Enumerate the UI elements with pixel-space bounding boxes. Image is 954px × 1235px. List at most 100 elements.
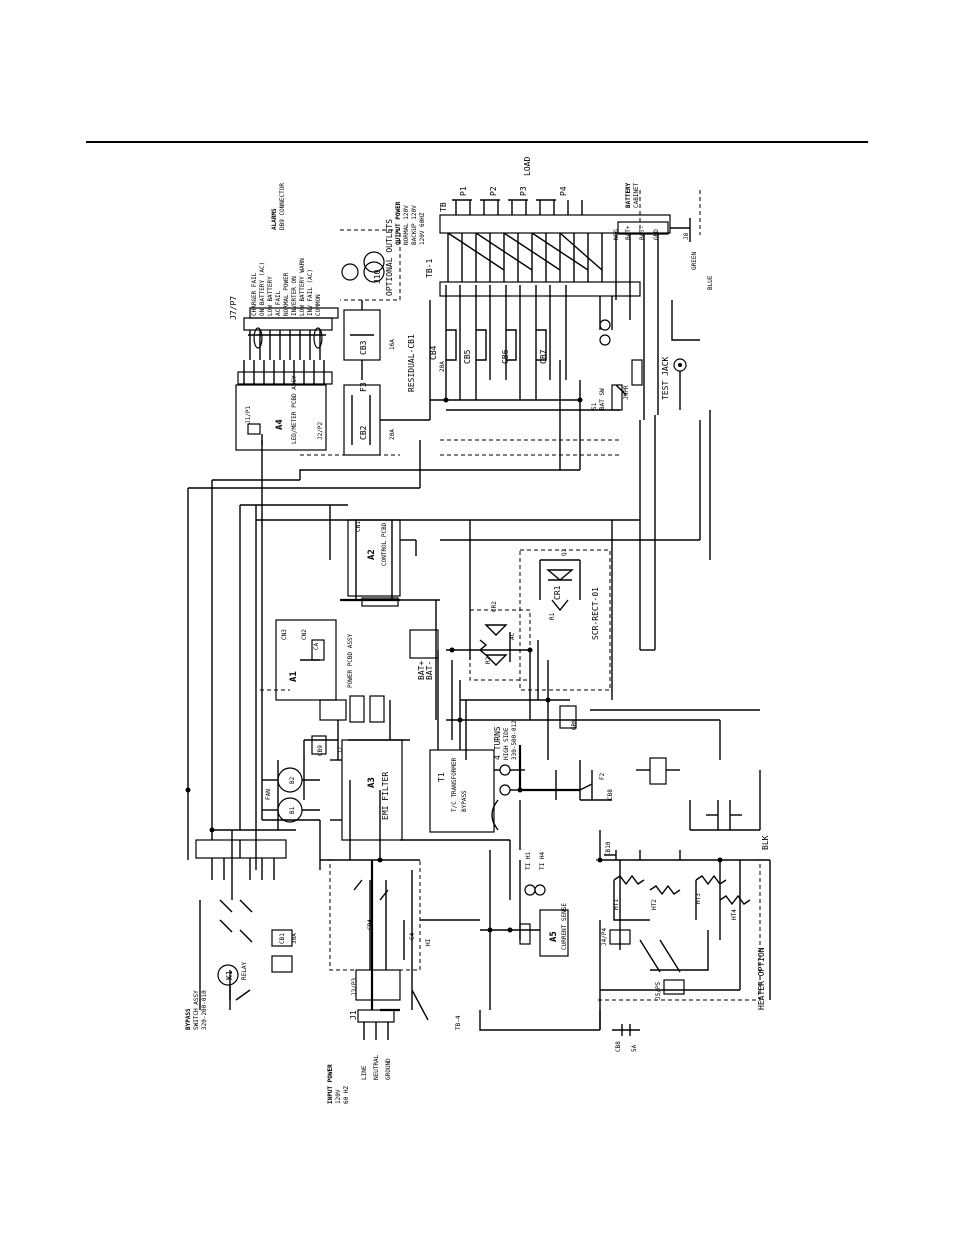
input-power-title: INPUT POWER xyxy=(327,1064,334,1104)
b2-label: B2 xyxy=(289,776,296,784)
pin-5: INVERTER ON xyxy=(291,276,298,316)
bat-minus-label: BAT- xyxy=(425,661,434,680)
input-power-0: 120V xyxy=(335,1089,342,1104)
j2-label: J2 xyxy=(337,746,344,754)
t1-lo: TI H4 xyxy=(539,852,546,870)
heater-cb: CB10 xyxy=(605,841,612,856)
outlet-j10: J10 xyxy=(373,269,382,284)
bypass-sub: SWITCH ASSY xyxy=(193,990,200,1030)
pin-7: INV FAIL (AC) xyxy=(307,269,314,316)
cb2-label: CB2 xyxy=(359,425,368,440)
switch-label: S1 xyxy=(591,402,598,410)
alarms-sub: DB9 CONNECTOR xyxy=(279,183,286,230)
output-power-2: 120V 60HZ xyxy=(419,212,426,245)
pin-6: LOW BATTERY WARN xyxy=(299,258,306,316)
battery-sub: CABINET xyxy=(633,182,640,208)
j4p4-label: J4/P4 xyxy=(601,928,608,946)
k1-bypass xyxy=(195,839,293,1001)
cb1-label: CB1 xyxy=(279,933,286,944)
a4-plug: J1/P1 xyxy=(245,406,252,424)
a5-name: CURRENT SENSE xyxy=(561,903,568,950)
cb1-rating: 30A xyxy=(291,933,298,944)
pin-2: LOW BATTERY xyxy=(267,276,274,316)
k1-name: RELAY xyxy=(241,962,248,980)
cb8-rating: 5A xyxy=(631,1044,638,1052)
cb3-rating: 16A xyxy=(389,339,396,350)
cr1-label: CR1 xyxy=(553,585,562,600)
battery-pin-2: GND xyxy=(653,229,660,240)
cr4-label: CR4 xyxy=(367,919,374,930)
b1-label: B1 xyxy=(289,806,296,814)
cb6-label: CB6 xyxy=(501,349,510,364)
ht2-label: HT2 xyxy=(651,899,658,910)
cb9-label: CB9 xyxy=(317,745,324,756)
neg-label: NEG xyxy=(613,229,620,240)
alarms-title: ALARMS xyxy=(271,208,278,230)
xfmr-turns: 4 TURNS xyxy=(493,726,502,760)
battery-pin-1: BAT- xyxy=(639,226,646,240)
p4-label: P4 xyxy=(559,186,568,196)
fan-label: FAN xyxy=(265,789,272,800)
ac-label: AC xyxy=(509,632,516,640)
a1-ref: A1 xyxy=(289,671,299,682)
a4-name: LED/METER PCBD ASSY xyxy=(291,375,298,444)
outlet-label: OPTIONAL OUTLETS xyxy=(385,219,394,296)
cr2-label: CR2 xyxy=(491,601,498,612)
rectifier-block xyxy=(478,559,581,666)
pin-8: COMMON xyxy=(315,294,322,316)
text-labels: A4 LED/METER PCBD ASSY J1/P1 J2/P2 J7/P7… xyxy=(185,157,770,1104)
load-label: LOAD xyxy=(523,157,532,176)
cb4-label: CB4 xyxy=(429,345,438,360)
t1-hi: TI H1 xyxy=(525,852,532,870)
cb3-label: CB3 xyxy=(359,340,368,355)
blk-label: BLK xyxy=(761,835,770,850)
output-power-0: NORMAL 120V xyxy=(403,205,410,245)
j8-label: J8 xyxy=(683,232,690,240)
r1-label: R1 xyxy=(549,612,556,620)
battery-pin-0: BAT+ xyxy=(625,225,632,240)
input-pin-1: NEUTRAL xyxy=(373,1054,380,1080)
t1-name: T/C TRANSFORMER xyxy=(451,757,458,812)
green-label: GREEN xyxy=(691,252,698,270)
pin-3: AC FAIL xyxy=(275,290,282,316)
bypass-title: BYPASS xyxy=(185,1008,192,1030)
cb5-label: CB5 xyxy=(463,349,472,364)
p1-label: P1 xyxy=(459,186,468,196)
heater-label: HEATER OPTION xyxy=(757,947,766,1010)
bat-switch-label: BAT SW xyxy=(599,388,606,410)
fan-motors xyxy=(262,735,327,823)
output-power-1: BACKUP 120V xyxy=(411,205,418,245)
a4-plug2: J2/P2 xyxy=(317,422,324,440)
breaker-strip xyxy=(341,251,620,456)
jumper-label: JMPR xyxy=(623,385,630,400)
a1-name: POWER PCBD ASSY xyxy=(347,633,354,688)
a3-emi-filter xyxy=(330,739,403,841)
t1-bypass-assy xyxy=(429,749,593,833)
a3-ref: A3 xyxy=(367,777,377,788)
mid-right-devices xyxy=(559,705,742,830)
bat-plus-label: BAT+ xyxy=(417,661,426,680)
pin-4: NORMAL POWER xyxy=(283,272,290,316)
j1-label: J1 xyxy=(349,1010,358,1020)
sc-part: SCR-RECT-01 xyxy=(591,587,600,640)
ca-label: CA xyxy=(313,642,320,650)
a3-name: EMI FILTER xyxy=(381,772,390,820)
cb2-rating: 20A xyxy=(389,429,396,440)
pin-0: CHARGER FAIL xyxy=(251,272,258,316)
input-power xyxy=(353,879,569,1040)
fuse-f2: F2 xyxy=(599,772,606,780)
a4-ref: A4 xyxy=(275,419,285,430)
a2-conn: CN1 xyxy=(355,521,362,532)
pin-1: ON BATTERY (AC) xyxy=(259,262,266,316)
cb7-label: CB7 xyxy=(539,349,548,364)
p2-label: P2 xyxy=(489,186,498,196)
header-rule xyxy=(86,141,868,143)
cn3-label: CN3 xyxy=(281,629,288,640)
ht3-label: HT3 xyxy=(695,893,702,904)
cb8-label: CB8 xyxy=(615,1041,622,1052)
terminal-block xyxy=(439,199,700,420)
battery-title: BATTERY xyxy=(625,182,632,208)
q1-label: Q1 xyxy=(561,548,568,556)
input-pin-0: LINE xyxy=(361,1065,368,1080)
